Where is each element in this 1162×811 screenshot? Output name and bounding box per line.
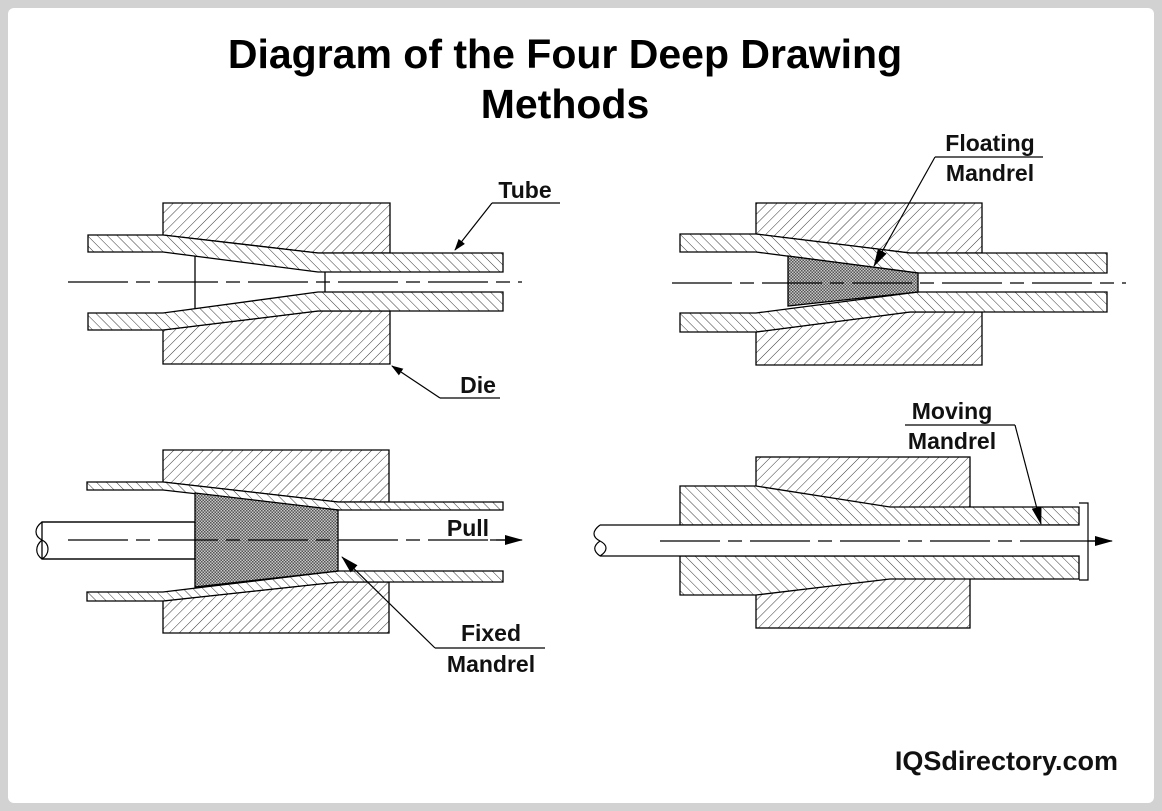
moving-mandrel-diagram: Moving Mandrel (593, 398, 1113, 629)
tube-sinking-diagram: Tube Die (68, 177, 560, 399)
die-label: Die (460, 372, 496, 398)
tube-upper-wall (679, 233, 1108, 274)
fixed-mandrel-leader-arrow (341, 556, 436, 649)
rod-break-icon (593, 524, 607, 557)
floating-mandrel-label-2: Mandrel (946, 160, 1034, 186)
moving-mandrel-label-1: Moving (912, 398, 993, 424)
floating-mandrel-diagram: Floating Mandrel (672, 130, 1126, 366)
tube-lower-wall (86, 570, 504, 602)
die-leader-arrow (391, 365, 441, 399)
tube-lower-wall (679, 291, 1108, 333)
tube-label: Tube (498, 177, 551, 203)
tube-lower-wall (87, 291, 504, 331)
moving-mandrel-label-2: Mandrel (908, 428, 996, 454)
floating-mandrel (787, 255, 919, 307)
watermark: IQSdirectory.com (895, 746, 1118, 776)
tube-leader-arrow (454, 202, 493, 251)
tube-upper-wall (87, 234, 504, 273)
rod-break-icon (35, 521, 49, 560)
tube-upper-wall (86, 481, 504, 511)
title-line-2: Methods (481, 81, 650, 127)
fixed-mandrel-diagram: Pull Fixed Mandrel (35, 449, 545, 677)
fixed-mandrel-label-2: Mandrel (447, 651, 535, 677)
moving-mandrel-leader-arrow (1014, 424, 1042, 525)
pull-label: Pull (447, 515, 489, 541)
floating-mandrel-label-1: Floating (945, 130, 1034, 156)
title-line-1: Diagram of the Four Deep Drawing (228, 31, 902, 77)
floating-mandrel-leader-arrow (873, 156, 936, 267)
fixed-mandrel-label-1: Fixed (461, 620, 521, 646)
diagram-panel (8, 8, 1154, 803)
